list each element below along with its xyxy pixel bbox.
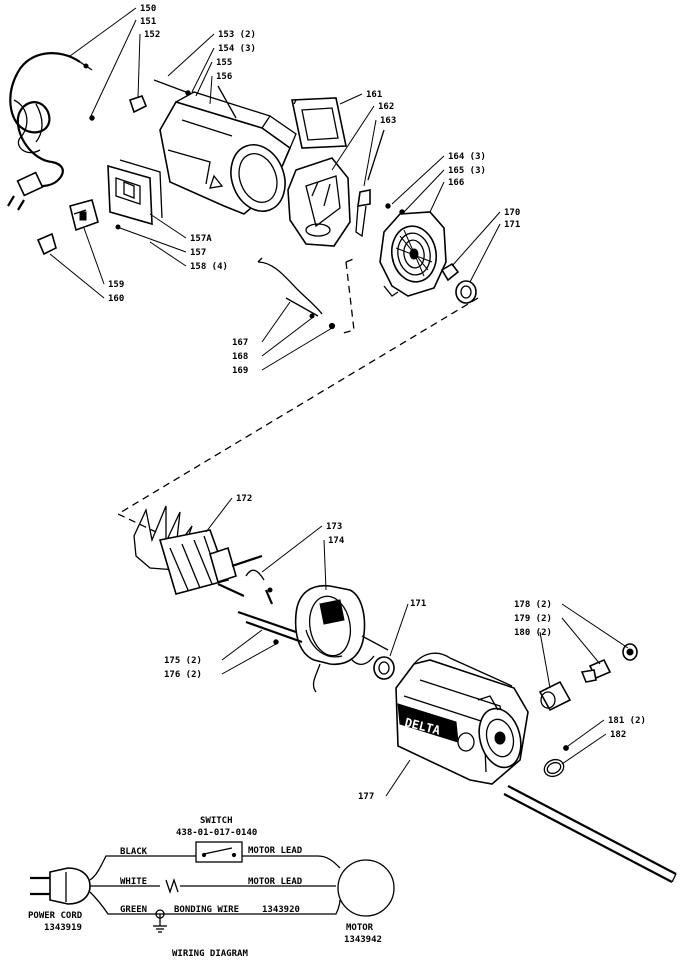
- callout-153: 153 (2): [218, 30, 256, 40]
- wiring-white: WHITE: [120, 877, 147, 887]
- wiring-bonding-wire: BONDING WIRE: [174, 905, 239, 915]
- callout-174: 174: [328, 536, 345, 546]
- callout-164: 164 (3): [448, 152, 486, 162]
- field-stator-174: [294, 584, 389, 693]
- wiring-motor-circle: [337, 859, 395, 917]
- callout-163: 163: [380, 116, 396, 126]
- callout-172: 172: [236, 494, 252, 504]
- callout-179: 179 (2): [514, 614, 552, 624]
- callout-157a: 157A: [190, 234, 212, 244]
- motor-housing-177: DELTA: [395, 652, 529, 785]
- callout-160: 160: [108, 294, 124, 304]
- wiring-motor: MOTOR: [346, 923, 374, 933]
- wiring-plug: [49, 867, 91, 905]
- brush-163: [355, 129, 385, 238]
- wire-173: [245, 569, 274, 605]
- callout-180: 180 (2): [514, 628, 552, 638]
- callout-158: 158 (4): [190, 262, 228, 272]
- callout-152: 152: [144, 30, 160, 40]
- callout-175: 175 (2): [164, 656, 202, 666]
- callout-170: 170: [504, 208, 520, 218]
- callout-156: 156: [216, 72, 232, 82]
- callout-151: 151: [140, 17, 156, 27]
- wiring-motor-part: 1343942: [344, 935, 382, 945]
- wiring-switch-label: SWITCH: [200, 816, 233, 826]
- lead-167-168-169: [257, 257, 336, 330]
- power-cord-150: [7, 52, 93, 211]
- assembly-line-shaft: [345, 257, 357, 263]
- callout-150: 150: [140, 4, 156, 14]
- washer-170-bearing-171: [440, 262, 477, 304]
- switch-plate-157: [107, 159, 163, 230]
- armature-172: [133, 505, 263, 597]
- wiring-power-cord: POWER CORD: [28, 911, 83, 921]
- housing-155-156: [159, 85, 297, 215]
- callout-181: 181 (2): [608, 716, 646, 726]
- gasket-161: [291, 97, 347, 149]
- leader-lines: [49, 7, 629, 797]
- callout-169: 169: [232, 366, 248, 376]
- wiring-motor-lead-1: MOTOR LEAD: [248, 846, 303, 856]
- callout-155: 155: [216, 58, 232, 68]
- wiring-black: BLACK: [120, 847, 148, 857]
- callout-154: 154 (3): [218, 44, 256, 54]
- callout-171-upper: 171: [504, 220, 520, 230]
- callout-157: 157: [190, 248, 206, 258]
- assembly-line-main: [116, 297, 479, 533]
- callout-176: 176 (2): [164, 670, 202, 680]
- callout-161: 161: [366, 90, 382, 100]
- screws-151-152: [89, 79, 191, 121]
- wiring-switch-box: [195, 841, 243, 863]
- wiring-power-cord-part: 1343919: [44, 923, 82, 933]
- end-bell-166: [379, 211, 447, 297]
- callout-162: 162: [378, 102, 394, 112]
- wiring-bonding-part: 1343920: [262, 905, 300, 915]
- screws-175-176: [237, 610, 303, 645]
- wiring-diagram: SWITCH 438-01-017-0140 BLACK MOTOR LEAD …: [28, 816, 395, 959]
- wiring-title: WIRING DIAGRAM: [172, 949, 248, 959]
- wiring-switch-part: 438-01-017-0140: [176, 828, 257, 838]
- wiring-motor-lead-2: MOTOR LEAD: [248, 877, 303, 887]
- assembly-line-upper: [339, 261, 355, 335]
- output-shaft: [507, 785, 677, 875]
- callout-166: 166: [448, 178, 464, 188]
- callout-173: 173: [326, 522, 342, 532]
- fan-shroud-162: [287, 157, 351, 247]
- callout-178: 178 (2): [514, 600, 552, 610]
- callout-168: 168: [232, 352, 248, 362]
- callout-165: 165 (3): [448, 166, 486, 176]
- screws-164-165: [385, 203, 405, 215]
- wiring-green: GREEN: [120, 905, 147, 915]
- callout-177: 177: [358, 792, 374, 802]
- callout-171-lower: 171: [410, 599, 426, 609]
- brush-holder-178-180: [538, 643, 638, 712]
- switch-159: [36, 199, 99, 256]
- callout-182: 182: [610, 730, 626, 740]
- callout-167: 167: [232, 338, 248, 348]
- bearing-171-lower: [373, 656, 395, 680]
- callout-159: 159: [108, 280, 124, 290]
